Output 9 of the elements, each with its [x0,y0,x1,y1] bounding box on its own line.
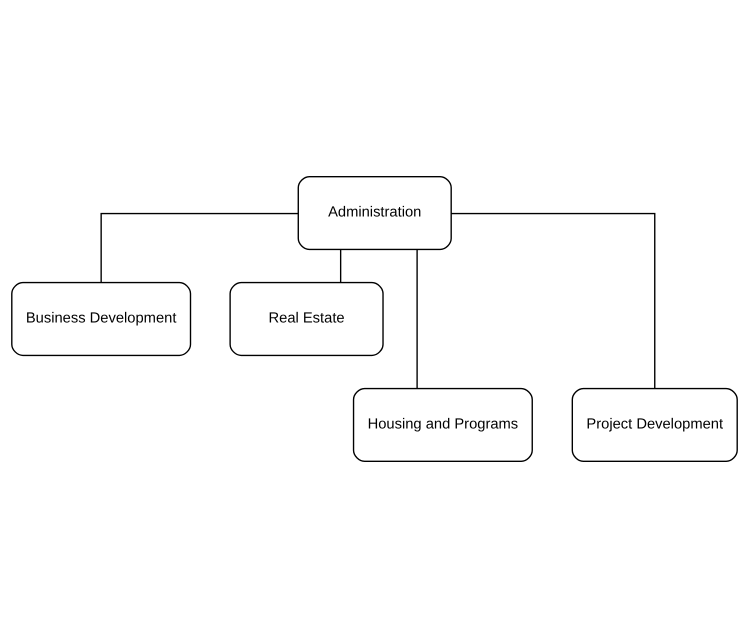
connector [340,249,342,282]
connector [100,212,298,282]
node-box: Project Development [572,387,738,462]
connector [416,249,418,388]
node-box: Housing and Programs [352,387,533,462]
node-box: Business Development [11,281,192,356]
node-box: Real Estate [229,281,384,356]
node-box: Administration [298,176,452,250]
connector [451,212,656,388]
